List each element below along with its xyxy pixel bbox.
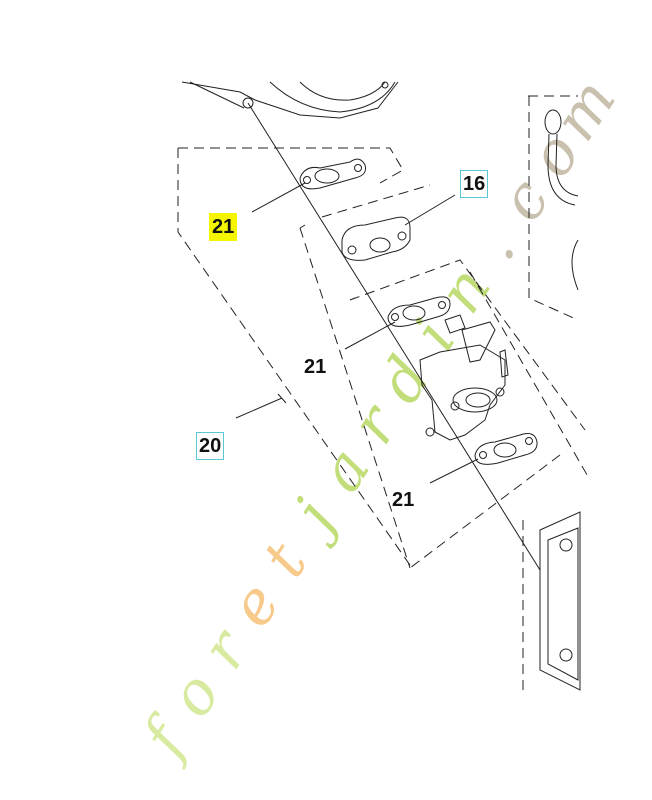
callout-20[interactable]: 20 — [196, 432, 225, 460]
leader-line — [344, 321, 396, 350]
leader-line — [251, 182, 306, 213]
watermark-letter: c — [486, 167, 563, 233]
watermark-letter: o — [156, 661, 234, 729]
gasket-middle-drawing[interactable] — [387, 296, 451, 327]
group-20-outline — [177, 147, 413, 569]
leader-line — [404, 194, 456, 226]
callout-21-middle[interactable]: 21 — [304, 356, 327, 378]
watermark-letter: t — [249, 530, 321, 589]
watermark-letter: . — [460, 218, 529, 272]
spacer-drawing[interactable] — [341, 216, 411, 261]
group-carb-outline — [349, 259, 591, 481]
assembly-axis-line — [247, 102, 541, 571]
gasket-top-drawing[interactable] — [299, 158, 366, 190]
callout-16[interactable]: 16 — [460, 170, 489, 198]
gasket-bottom-drawing[interactable] — [474, 433, 538, 465]
leader-line — [235, 393, 287, 419]
watermark-letter: e — [216, 571, 294, 639]
carburetor-drawing[interactable] — [419, 314, 509, 441]
ignition-wire-drawing — [528, 95, 579, 321]
watermark-letter: r — [188, 616, 264, 681]
group-16-outline — [299, 184, 561, 569]
callout-21-highlighted[interactable]: 21 — [209, 213, 238, 241]
leader-line — [429, 458, 479, 484]
watermark-letter: a — [306, 436, 384, 504]
watermark-letter: n — [425, 255, 505, 326]
callout-21-bottom[interactable]: 21 — [392, 489, 415, 511]
engine-block-drawing — [181, 81, 399, 119]
watermark-letter: j — [275, 488, 350, 551]
air-filter-drawing — [522, 511, 581, 691]
